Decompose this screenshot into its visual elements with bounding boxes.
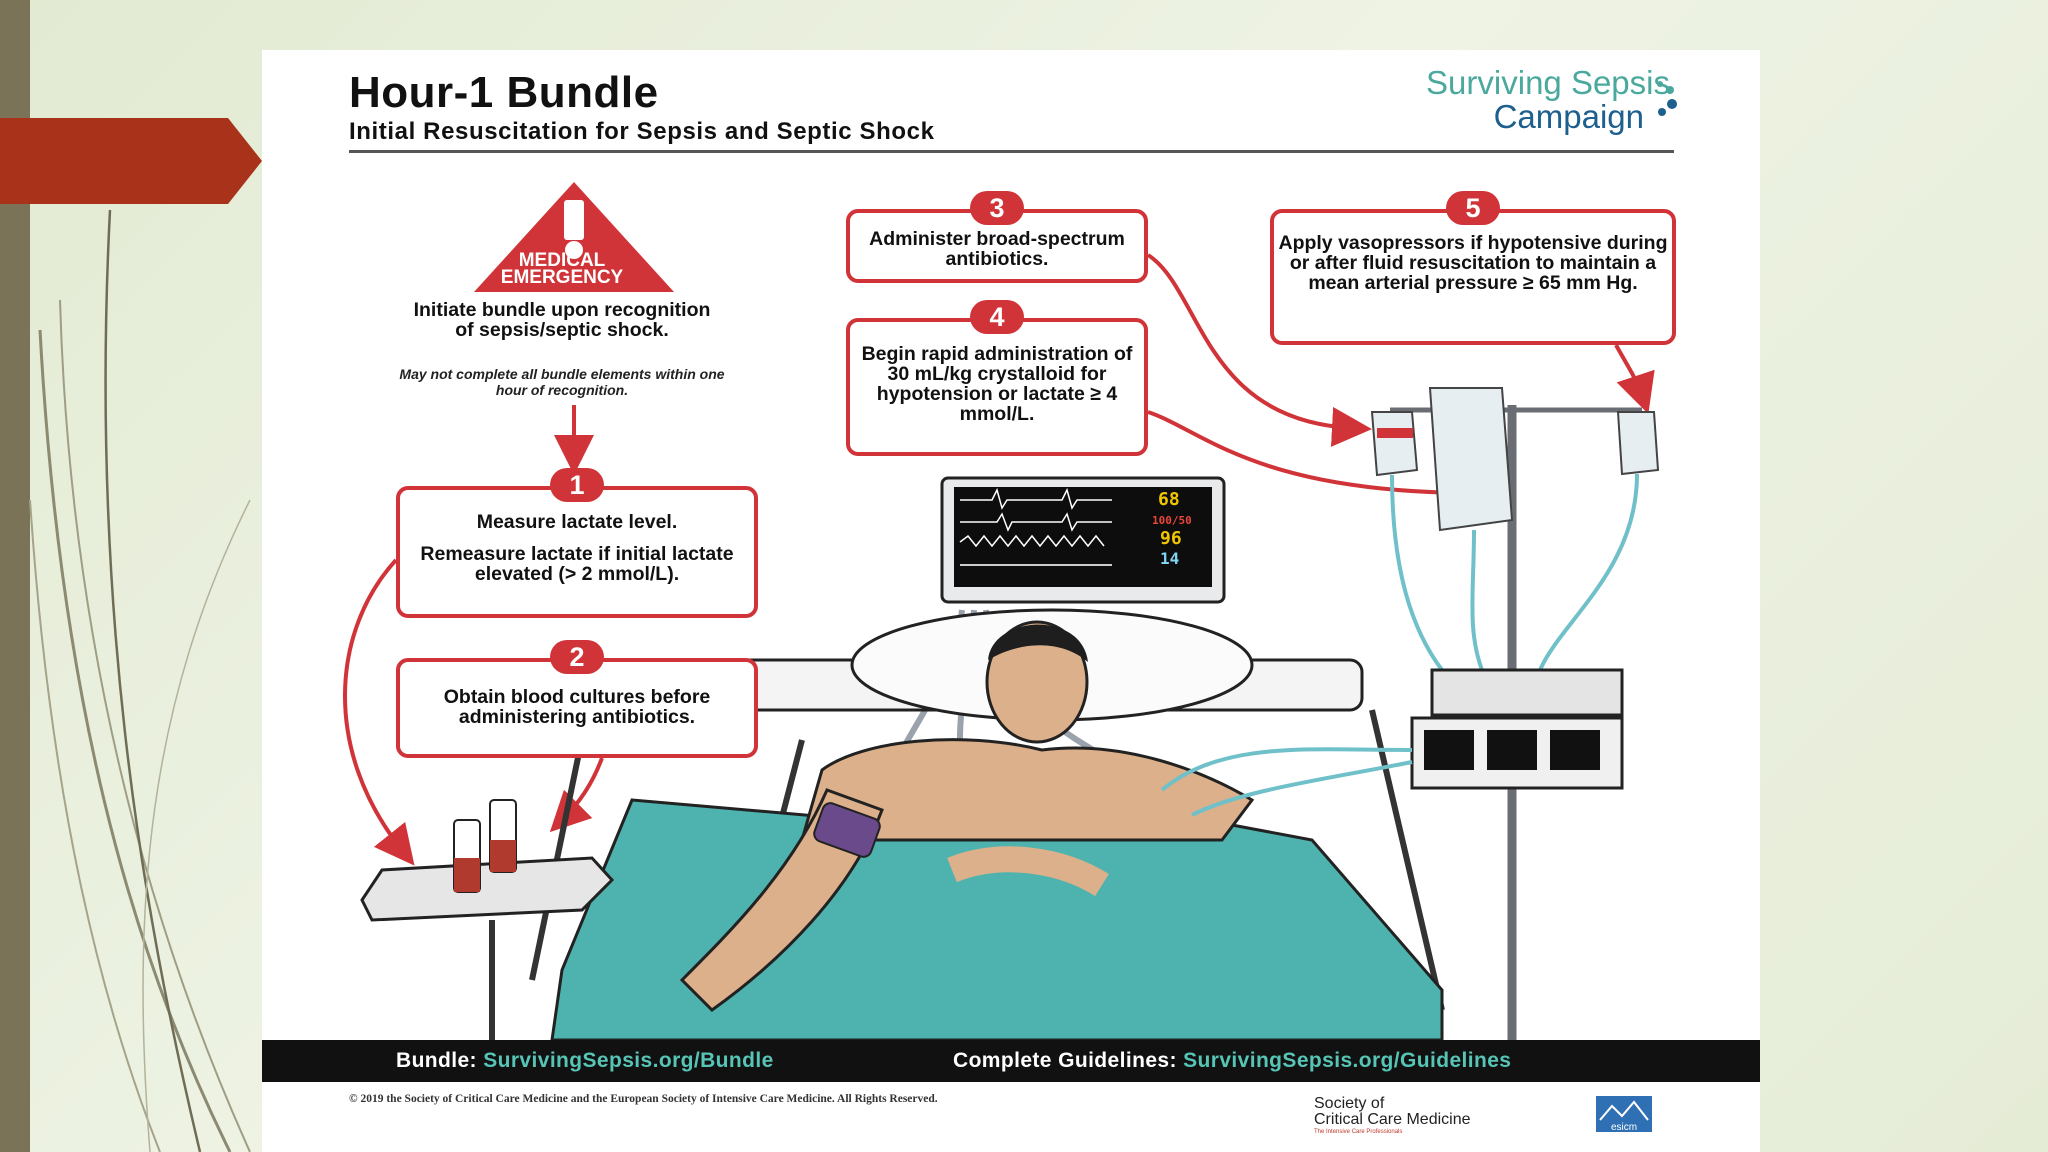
- step-1-box: 1 Measure lactate level. Remeasure lacta…: [396, 468, 758, 618]
- step-3-box: 3 Administer broad-spectrum antibiotics.: [846, 191, 1148, 283]
- decorative-swoosh-lines: [29, 209, 251, 1152]
- hour-1-bundle-poster: Hour-1 Bundle Initial Resuscitation for …: [262, 50, 1760, 1152]
- sccm-line1: Society of: [1314, 1095, 1385, 1112]
- sccm-logo: Society of Critical Care Medicine The In…: [1314, 1096, 1471, 1136]
- step-5-number: 5: [1446, 191, 1500, 225]
- logo-line1: Surviving Sepsis: [1426, 64, 1670, 101]
- step-2-box: 2 Obtain blood cultures before administe…: [396, 640, 758, 758]
- bundle-link[interactable]: SurvivingSepsis.org/Bundle: [483, 1049, 774, 1072]
- sccm-tagline: The Intensive Care Professionals: [1314, 1129, 1403, 1135]
- step-1-number: 1: [550, 468, 604, 502]
- links-banner: Bundle: SurvivingSepsis.org/Bundle Compl…: [262, 1040, 1760, 1082]
- patient-body: [800, 738, 1255, 842]
- copyright-text: © 2019 the Society of Critical Care Medi…: [349, 1093, 938, 1105]
- title-divider: [349, 150, 1674, 153]
- arrow-step5-to-iv: [1614, 344, 1655, 414]
- initiate-bundle-text: Initiate bundle upon recognition of seps…: [413, 299, 711, 341]
- monitor-resp-rate: 14: [1160, 549, 1179, 568]
- step-3-text: Administer broad-spectrum antibiotics.: [869, 228, 1125, 270]
- logo-dots-icon: [1657, 81, 1677, 116]
- antibiotic-bag: [1370, 411, 1419, 477]
- warning-line2: EMERGENCY: [500, 267, 624, 288]
- bp-cuff: [813, 802, 881, 858]
- arrow-step4-to-iv: [1147, 410, 1482, 513]
- surviving-sepsis-logo: Surviving Sepsis Campaign: [1426, 64, 1677, 135]
- guidelines-label: Complete Guidelines:: [953, 1049, 1177, 1072]
- timing-note: May not complete all bundle elements wit…: [399, 366, 725, 398]
- monitor-spo2: 96: [1160, 528, 1182, 549]
- monitor-blood-pressure: 100/50: [1152, 514, 1192, 527]
- infusion-pump: [1430, 668, 1624, 717]
- step-3-number: 3: [970, 191, 1024, 225]
- step-4-text: Begin rapid administration of 30 mL/kg c…: [861, 343, 1133, 425]
- monitor-heart-rate: 68: [1158, 489, 1180, 510]
- vasopressor-bag: [1616, 411, 1660, 476]
- svg-text:esicm: esicm: [1611, 1122, 1637, 1133]
- step-4-number: 4: [970, 300, 1024, 334]
- side-table: [360, 856, 615, 922]
- step-1-text: Measure lactate level.: [476, 511, 678, 533]
- step-5-box: 5 Apply vasopressors if hypotensive duri…: [1270, 191, 1676, 345]
- step-1-text-secondary: Remeasure lactate if initial lactate ele…: [420, 543, 734, 585]
- slide-red-tab: [0, 118, 262, 204]
- step-2-text: Obtain blood cultures before administeri…: [443, 686, 711, 728]
- step-2-number: 2: [550, 640, 604, 674]
- poster-subtitle: Initial Resuscitation for Sepsis and Sep…: [349, 118, 935, 145]
- step-5-text: Apply vasopressors if hypotensive during…: [1278, 232, 1668, 294]
- bundle-link-group: Bundle: SurvivingSepsis.org/Bundle: [396, 1049, 774, 1073]
- guidelines-link[interactable]: SurvivingSepsis.org/Guidelines: [1183, 1049, 1512, 1072]
- esicm-logo: esicm: [1596, 1096, 1652, 1133]
- logo-line2: Campaign: [1493, 97, 1644, 135]
- sccm-line2: Critical Care Medicine: [1314, 1111, 1471, 1128]
- arrow-step3-to-iv: [1146, 253, 1372, 447]
- warning-line1: MEDICAL: [518, 250, 606, 271]
- poster-title: Hour-1 Bundle: [349, 68, 659, 117]
- medical-emergency-label: MEDICAL EMERGENCY: [462, 250, 662, 288]
- step-4-box: 4 Begin rapid administration of 30 mL/kg…: [846, 300, 1148, 456]
- illustration-scene: 68 100/50 96 14: [343, 182, 1660, 1040]
- patient-head: [985, 620, 1089, 744]
- bundle-label: Bundle:: [396, 1049, 477, 1072]
- arrow-step1-to-table: [343, 558, 415, 866]
- fluid-bag: [1428, 387, 1514, 532]
- guidelines-link-group: Complete Guidelines: SurvivingSepsis.org…: [953, 1049, 1511, 1073]
